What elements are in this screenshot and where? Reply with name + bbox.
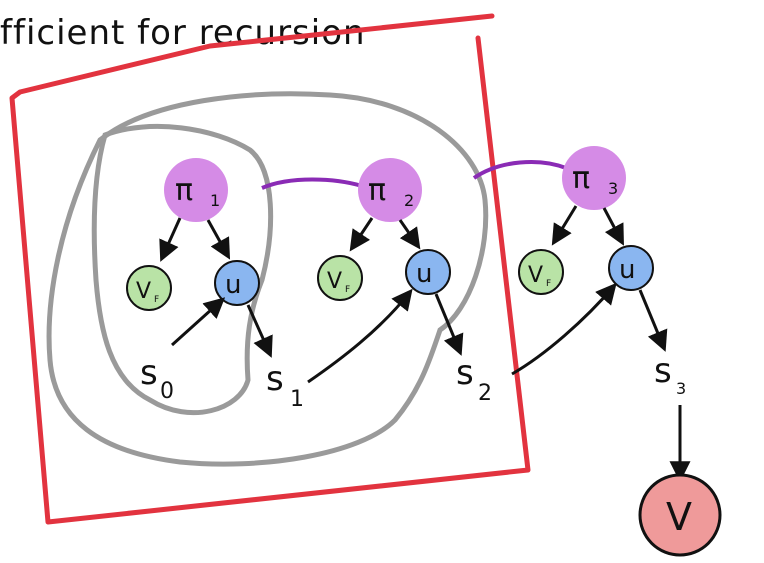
arrow-policy-to-value [159, 217, 182, 262]
inner-gray-outline [91, 124, 274, 416]
state-s2: s 2 [456, 353, 492, 406]
arrow-control-to-next-state [246, 304, 273, 358]
terminal-value-node: V [638, 473, 722, 557]
policy-label: π [368, 173, 386, 208]
outer-gray-outline [46, 91, 489, 467]
state-s0: s 0 [140, 353, 174, 404]
control-label: u [225, 270, 241, 300]
value-fn-node-3 [518, 249, 564, 295]
arrow-policy-to-value [551, 205, 578, 246]
arrow-control-to-next-state [434, 293, 464, 356]
arrow-policy-to-control [206, 219, 231, 260]
arrow-policy-to-control [602, 207, 624, 246]
state-subscript: 2 [478, 381, 492, 406]
title-text: fficient for recursion [0, 13, 366, 53]
value-fn-node-2 [317, 255, 363, 301]
stage-3: π 3 V F u [511, 146, 668, 376]
state-label: s [654, 351, 672, 391]
terminal-circle [638, 473, 722, 557]
value-fn-subscript: F [154, 295, 159, 305]
terminal-label: V [666, 495, 692, 539]
value-fn-subscript: F [546, 279, 551, 289]
control-node-3 [608, 245, 654, 291]
control-node-1 [214, 260, 260, 306]
policy-node-3 [562, 146, 626, 210]
policy-node-2 [358, 158, 422, 222]
policy-subscript: 3 [608, 179, 618, 198]
policy-node-1 [164, 158, 228, 222]
value-fn-label: V [136, 279, 151, 304]
state-label: s [456, 353, 474, 393]
state-label: s [266, 359, 284, 399]
policy-link-2-3 [472, 160, 567, 180]
stage-1: π 1 V F u [126, 158, 273, 358]
red-box [9, 13, 531, 525]
arrow-control-to-next-state [638, 289, 668, 352]
state-subscript: 1 [290, 387, 304, 412]
policy-label: π [175, 173, 193, 208]
policy-link-1-2 [261, 177, 363, 190]
arrow-state-to-control [511, 282, 617, 376]
value-fn-node-1 [126, 265, 172, 311]
stage-2: π 2 V F u [307, 158, 464, 384]
control-label: u [416, 259, 432, 289]
policy-subscript: 1 [210, 191, 220, 210]
value-fn-label: V [327, 269, 342, 294]
state-subscript: 3 [676, 379, 686, 398]
arrow-policy-to-control [398, 219, 421, 250]
arrow-policy-to-value [349, 217, 374, 252]
value-fn-subscript: F [345, 285, 350, 295]
value-fn-label: V [528, 263, 543, 288]
state-subscript: 0 [160, 379, 174, 404]
policy-label: π [572, 161, 590, 196]
control-label: u [619, 255, 635, 285]
arrow-state-to-control [170, 297, 226, 347]
control-node-2 [405, 249, 451, 295]
state-s1: s 1 [266, 359, 304, 412]
state-s3: s 3 [654, 351, 686, 398]
policy-subscript: 2 [404, 191, 414, 210]
arrow-state-to-control [307, 288, 413, 384]
state-label: s [140, 353, 158, 393]
